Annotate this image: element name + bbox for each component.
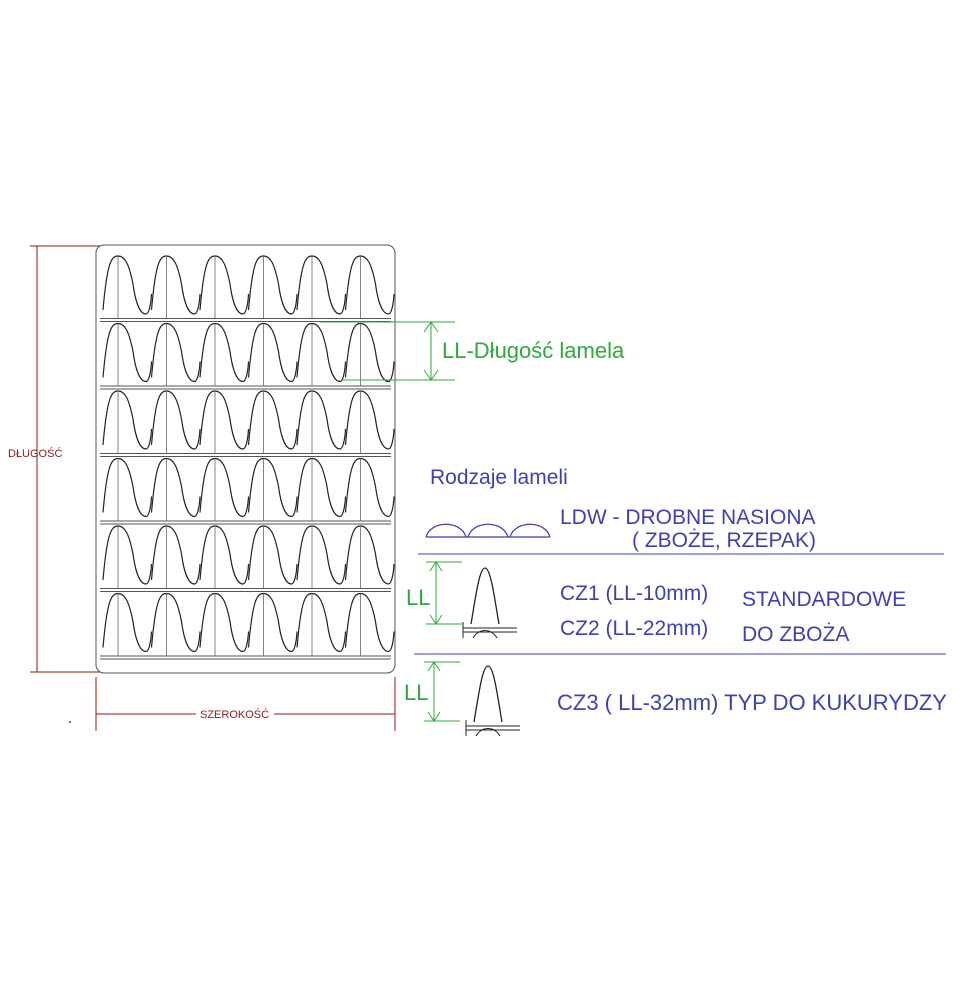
lamella-types-legend: Rodzaje lameli LDW - DROBNE NASIONA ( ZB…	[404, 466, 947, 737]
ll-arrow-top	[423, 321, 439, 333]
lamella	[344, 322, 395, 386]
lamella	[199, 255, 250, 319]
cz3-ll-label: LL	[404, 680, 428, 705]
lamella-length-label: LL-Długość lamela	[442, 338, 625, 363]
length-label: DŁUGOŚĆ	[8, 447, 62, 460]
lamella	[199, 390, 250, 454]
sieve-plate	[95, 244, 396, 674]
cz12-ll-marker: LL	[406, 561, 462, 625]
lamella	[102, 390, 153, 454]
lamella	[296, 592, 347, 656]
types-heading: Rodzaje lameli	[430, 466, 568, 489]
lamella	[344, 255, 395, 319]
lamella	[247, 592, 298, 656]
lamella	[150, 255, 201, 319]
plate-outline	[95, 244, 396, 674]
standard-line2: DO ZBOŻA	[742, 623, 849, 646]
cz3-ll-marker: LL	[404, 661, 460, 722]
row-separator	[100, 655, 391, 660]
row-separator	[100, 318, 391, 322]
lamella	[199, 322, 250, 386]
ldw-line1: LDW - DROBNE NASIONA	[560, 506, 816, 529]
lamella	[296, 255, 347, 319]
lamella	[102, 525, 153, 589]
lamella	[344, 592, 395, 656]
cz12-ll-label: LL	[406, 585, 430, 610]
stray-dot	[69, 721, 71, 723]
lamella	[296, 525, 347, 589]
standard-line1: STANDARDOWE	[742, 588, 906, 611]
lamella	[344, 457, 395, 521]
cz3-profile-icon	[465, 665, 520, 737]
lamella	[199, 525, 250, 589]
width-label: SZEROKOŚĆ	[200, 708, 269, 721]
cz12-profile-icon	[462, 567, 517, 639]
lamella	[344, 390, 395, 454]
lamella	[150, 390, 201, 454]
lamella	[102, 255, 153, 319]
lamella	[296, 322, 347, 386]
lamella	[247, 322, 298, 386]
lamella	[150, 525, 201, 589]
cz3-label: CZ3 ( LL-32mm) TYP DO KUKURYDZY	[557, 690, 947, 715]
lamella-length-dimension: LL-Długość lamela	[320, 321, 625, 381]
ldw-line2: ( ZBOŻE, RZEPAK)	[632, 529, 816, 552]
lamella	[150, 457, 201, 521]
lamella	[296, 390, 347, 454]
cz2-label: CZ2 (LL-22mm)	[560, 617, 708, 640]
lamella	[102, 322, 153, 386]
lamella	[102, 592, 153, 656]
lamella	[247, 390, 298, 454]
lamella	[247, 525, 298, 589]
length-dimension: DŁUGOŚĆ	[8, 245, 100, 673]
lamella	[247, 457, 298, 521]
lamella	[199, 592, 250, 656]
lamella	[150, 322, 201, 386]
row-separator	[100, 385, 391, 390]
ll-arrow-bottom	[423, 369, 439, 381]
row-separator	[100, 520, 391, 525]
ldw-profile-icon	[425, 523, 551, 538]
lamella	[150, 592, 201, 656]
width-dimension: SZEROKOŚĆ	[95, 677, 396, 731]
lamella	[296, 457, 347, 521]
lamella	[247, 255, 298, 319]
lamella	[199, 457, 250, 521]
row-separator	[100, 588, 391, 592]
cz1-label: CZ1 (LL-10mm)	[560, 582, 708, 605]
row-separator	[100, 453, 391, 457]
lamella	[344, 525, 395, 589]
lamella	[102, 457, 153, 521]
